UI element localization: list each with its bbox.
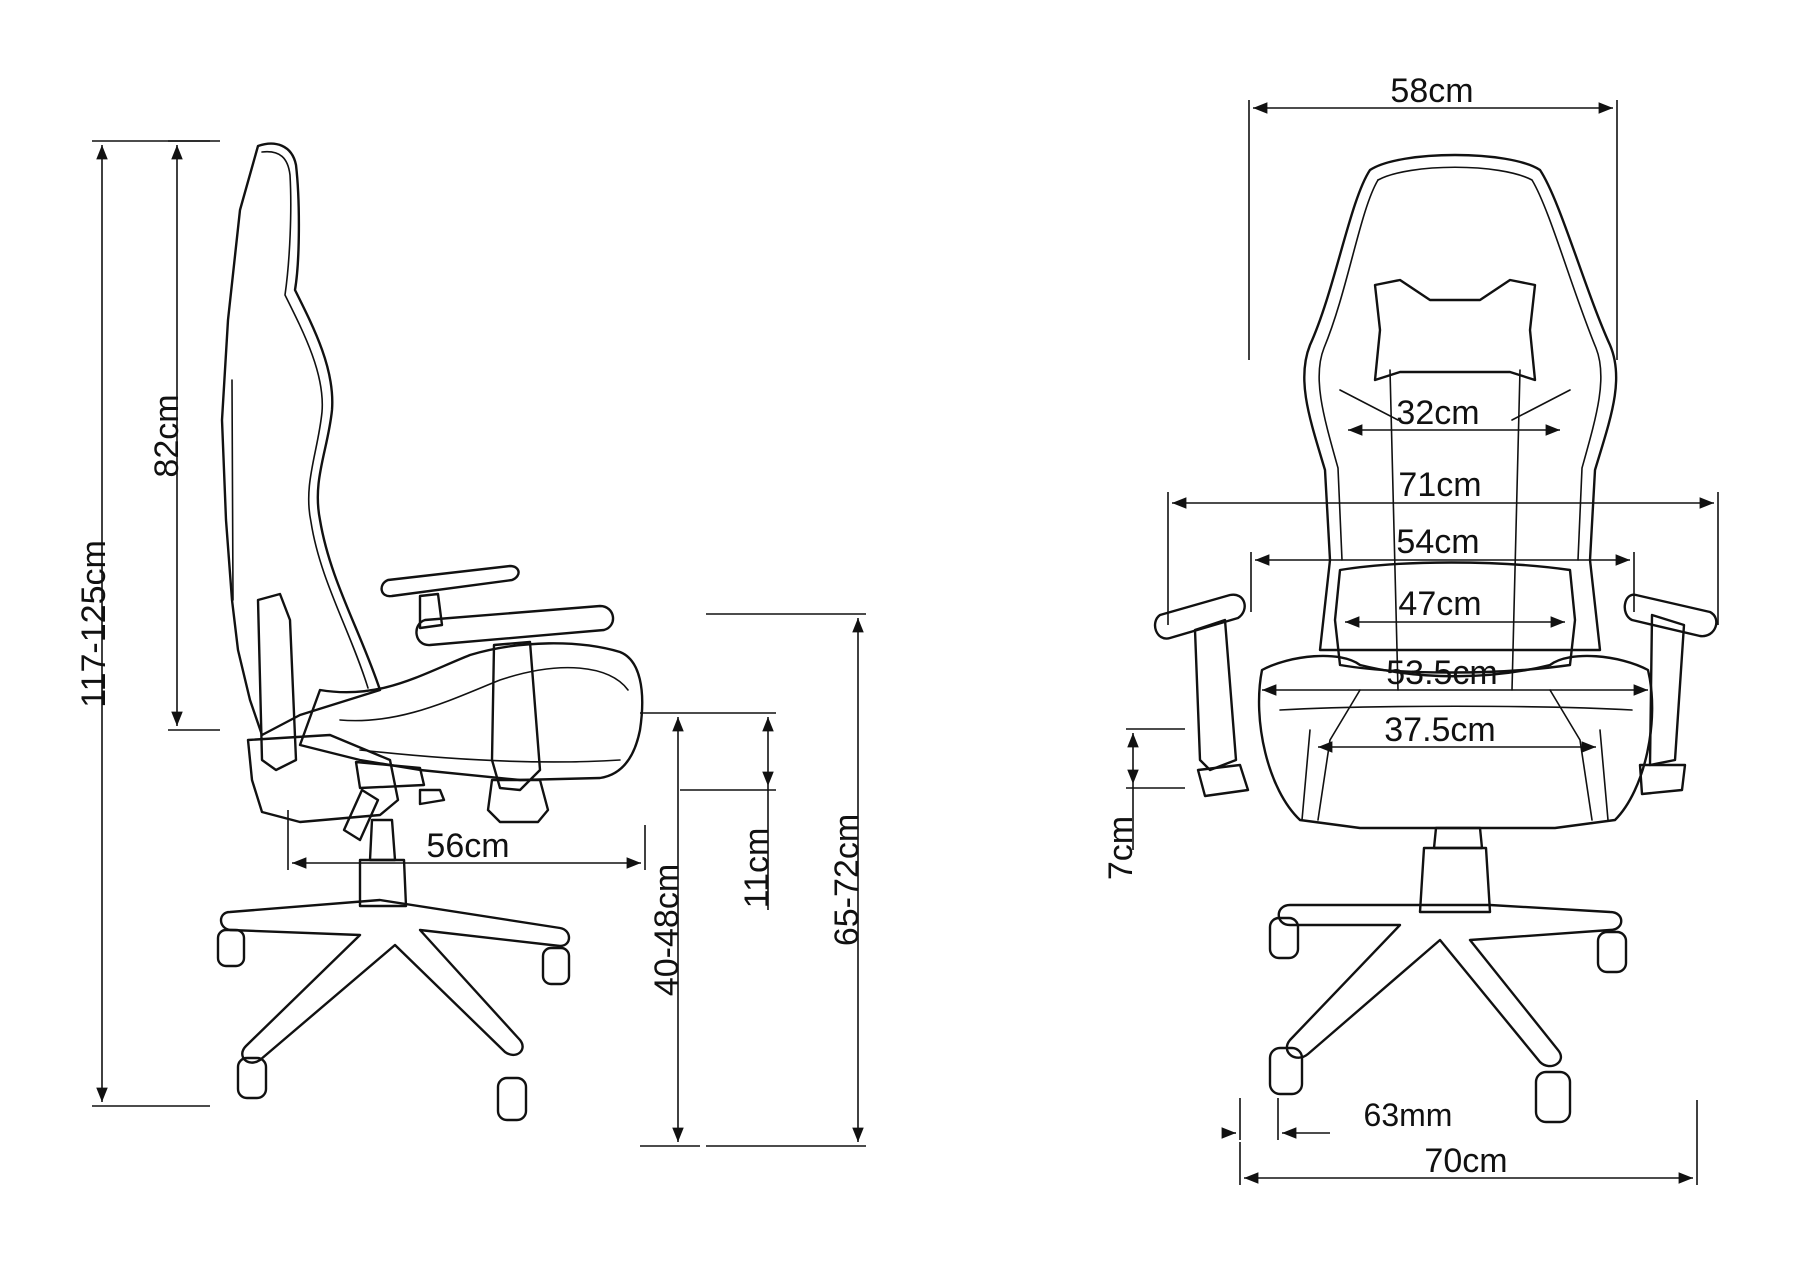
front-view-chair [1153, 153, 1718, 1124]
seat-height-label: 40-48cm [648, 864, 686, 996]
lumbar-width-label: 47cm [1398, 585, 1481, 623]
side-view-dimensions [92, 140, 866, 1147]
backrest-height-label: 82cm [148, 394, 186, 477]
total-height-label: 117-125cm [75, 540, 113, 708]
armrest-height-label: 65-72cm [828, 814, 866, 946]
armrest-inner-width-label: 54cm [1396, 523, 1479, 561]
seat-depth-label: 56cm [426, 827, 509, 865]
caster-size-label: 63mm [1364, 1097, 1453, 1133]
shoulder-width-label: 32cm [1396, 394, 1479, 432]
armrest-outer-width-label: 71cm [1398, 466, 1481, 504]
seat-inner-width-label: 37.5cm [1384, 711, 1496, 749]
front-view-dimensions [1126, 100, 1719, 1185]
base-width-label: 70cm [1424, 1142, 1507, 1180]
side-view-chair [216, 142, 644, 1122]
armrest-range-label: 11cm [738, 828, 776, 909]
seat-thickness-label: 7cm [1102, 816, 1140, 880]
seat-width-label: 53.5cm [1386, 654, 1498, 692]
top-width-label: 58cm [1390, 72, 1473, 110]
